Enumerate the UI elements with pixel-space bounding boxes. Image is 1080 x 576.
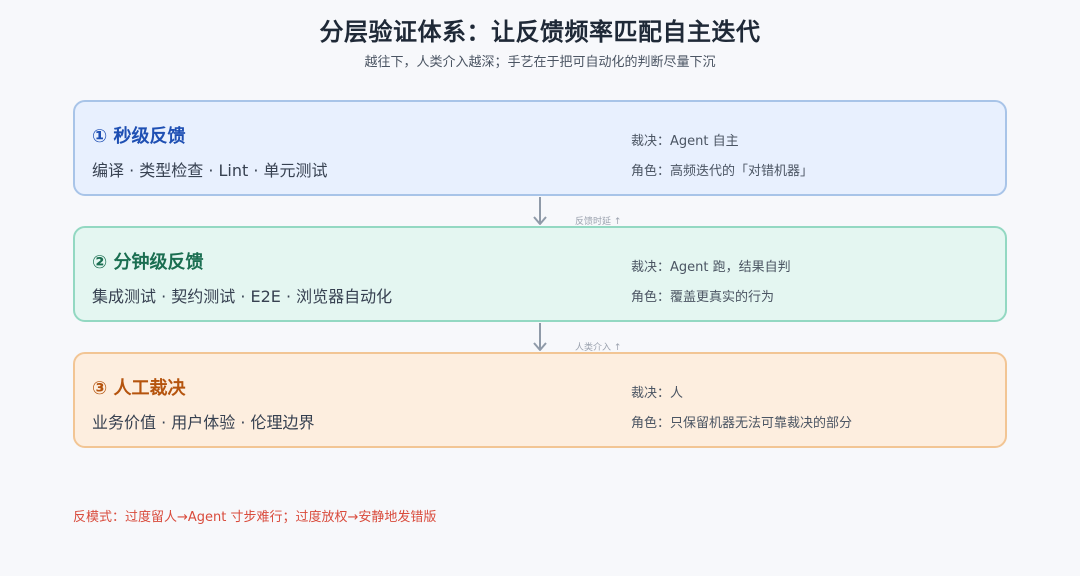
layer-role: 角色：高频迭代的「对错机器」 — [631, 164, 814, 179]
layer-title: ② 分钟级反馈 — [92, 252, 204, 273]
layer-items: 业务价值 · 用户体验 · 伦理边界 — [92, 413, 315, 432]
layer-ruling: 裁决：Agent 自主 — [631, 134, 739, 149]
layer-items: 编译 · 类型检查 · Lint · 单元测试 — [92, 161, 328, 180]
layer-seconds-feedback: ① 秒级反馈 编译 · 类型检查 · Lint · 单元测试 裁决：Agent … — [73, 100, 1007, 196]
layer-title: ① 秒级反馈 — [92, 126, 186, 147]
down-arrow-icon — [533, 197, 547, 225]
arrow-note-human: 人类介入 ↑ — [575, 343, 622, 353]
layer-human-ruling: ③ 人工裁决 业务价值 · 用户体验 · 伦理边界 裁决：人 角色：只保留机器无… — [73, 352, 1007, 448]
page-subtitle: 越往下，人类介入越深；手艺在于把可自动化的判断尽量下沉 — [364, 55, 716, 70]
anti-pattern-note: 反模式：过度留人→Agent 寸步难行；过度放权→安静地发错版 — [73, 510, 437, 525]
arrow-note-latency: 反馈时延 ↑ — [575, 217, 622, 227]
layer-title: ③ 人工裁决 — [92, 378, 186, 399]
page-title: 分层验证体系：让反馈频率匹配自主迭代 — [319, 18, 761, 46]
layer-role: 角色：只保留机器无法可靠裁决的部分 — [631, 416, 853, 431]
layer-ruling: 裁决：人 — [631, 386, 684, 401]
layer-role: 角色：覆盖更真实的行为 — [631, 290, 775, 305]
layer-minutes-feedback: ② 分钟级反馈 集成测试 · 契约测试 · E2E · 浏览器自动化 裁决：Ag… — [73, 226, 1007, 322]
layer-ruling: 裁决：Agent 跑，结果自判 — [631, 260, 791, 275]
down-arrow-icon — [533, 323, 547, 351]
layer-items: 集成测试 · 契约测试 · E2E · 浏览器自动化 — [92, 287, 393, 306]
